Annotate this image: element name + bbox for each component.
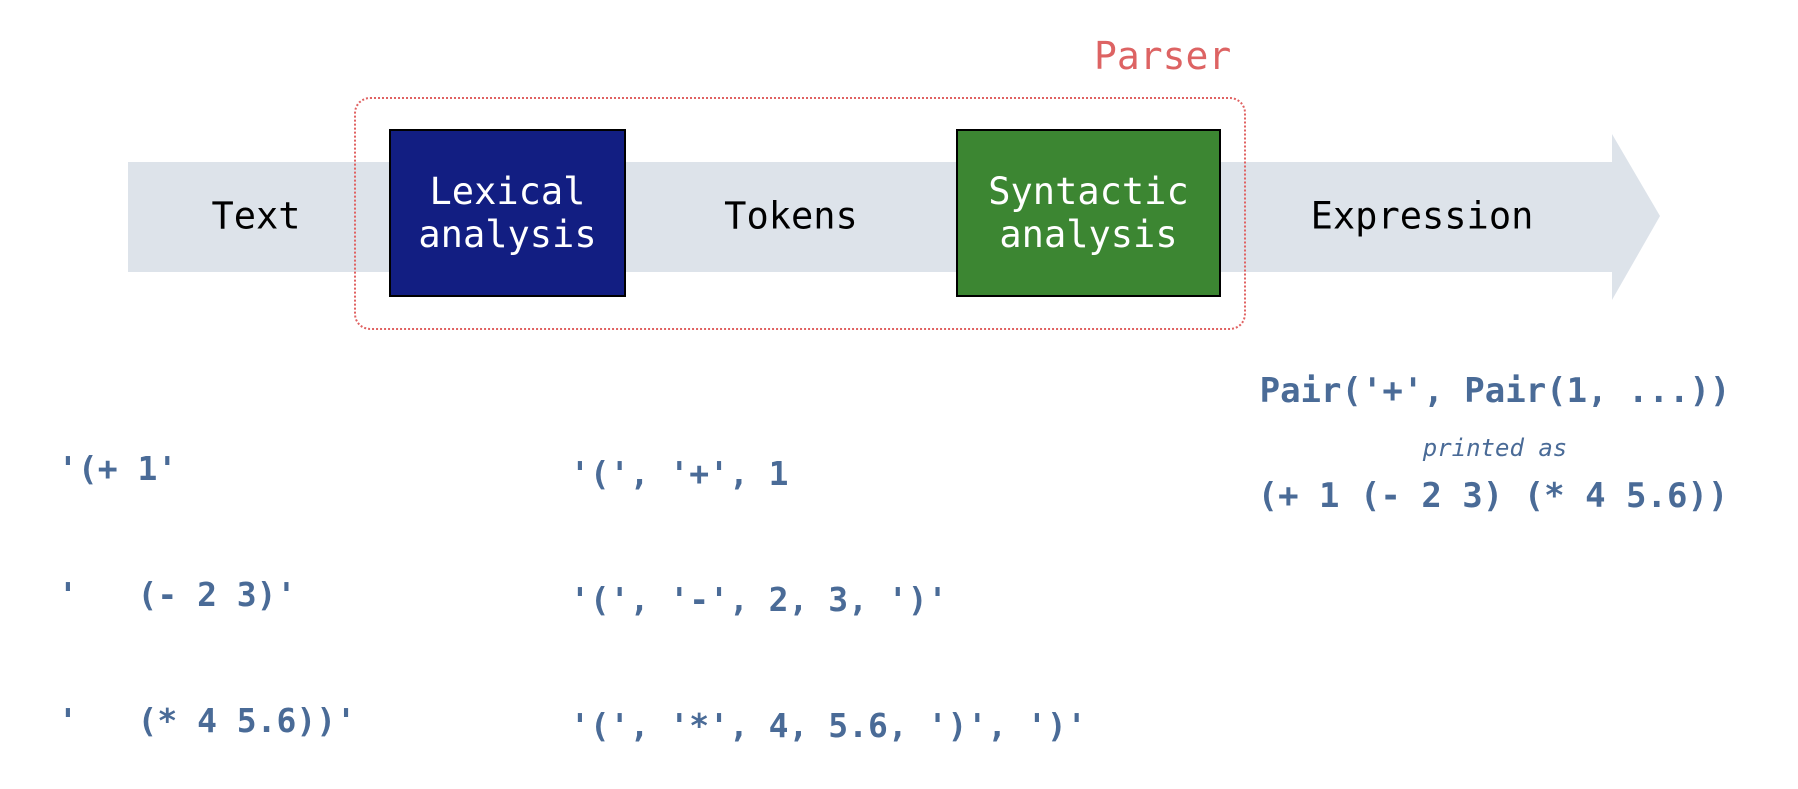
syntactic-analysis-line-2: analysis (999, 213, 1178, 256)
parser-label: Parser (1094, 34, 1232, 78)
tokens-example-line-2: '(', '-', 2, 3, ')' (570, 580, 948, 619)
printed-as-caption: printed as (1422, 434, 1568, 462)
syntactic-analysis-line-1: Syntactic (988, 170, 1189, 213)
text-example: '(+ 1' ' (- 2 3)' ' (* 4 5.6))' (58, 367, 356, 784)
printed-expression: (+ 1 (- 2 3) (* 4 5.6)) (1257, 476, 1729, 516)
tokens-example-line-1: '(', '+', 1 (570, 454, 789, 493)
lexical-analysis-line-2: analysis (418, 213, 597, 256)
lexical-analysis-box: Lexical analysis (389, 129, 626, 297)
tokens-example-line-3: '(', '*', 4, 5.6, ')', ')' (570, 706, 1087, 745)
expression-example: Pair('+', Pair(1, ...)) (1259, 371, 1731, 411)
stage-text-label: Text (211, 194, 301, 238)
text-example-line-1: '(+ 1' (58, 449, 178, 488)
syntactic-analysis-box: Syntactic analysis (956, 129, 1221, 297)
tokens-example: '(', '+', 1 '(', '-', 2, 3, ')' '(', '*'… (570, 372, 1087, 789)
stage-expression-label: Expression (1310, 194, 1534, 238)
lexical-analysis-line-1: Lexical (429, 170, 586, 213)
text-example-line-3: ' (* 4 5.6))' (58, 701, 357, 740)
stage-tokens-label: Tokens (724, 194, 858, 238)
parser-frame (354, 97, 1246, 330)
text-example-line-2: ' (- 2 3)' (58, 575, 297, 614)
